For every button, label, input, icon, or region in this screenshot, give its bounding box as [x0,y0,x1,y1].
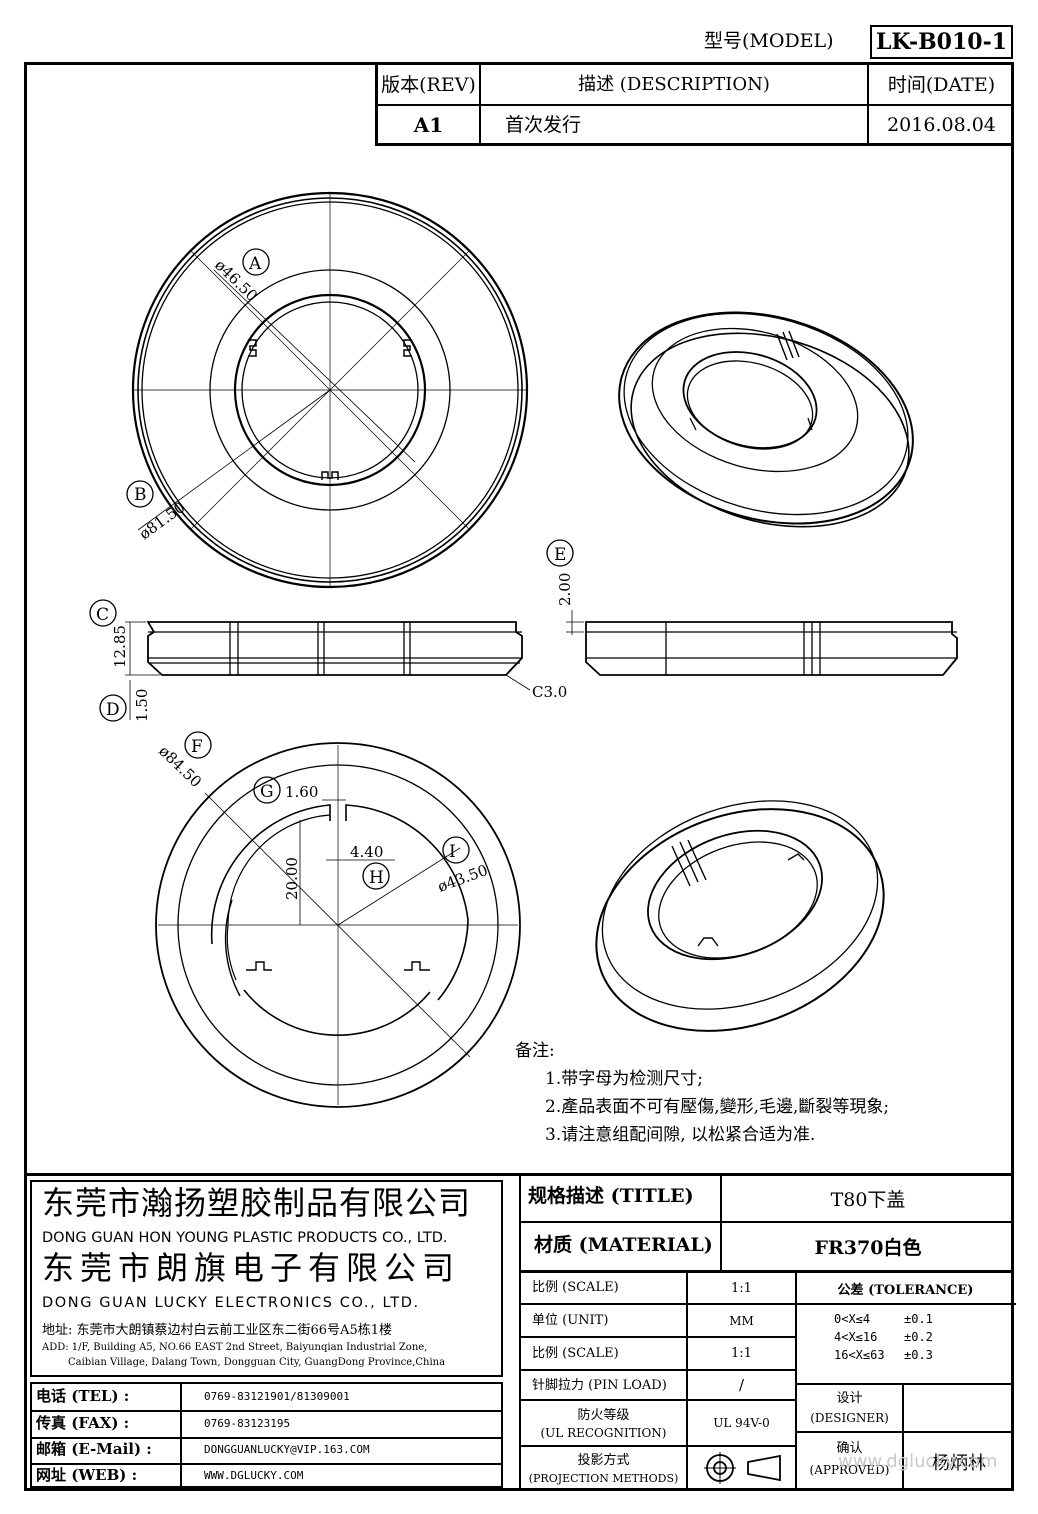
desc-value: 首次发行 [505,114,582,136]
company-address-cn: 地址: 东莞市大朗镇蔡边村白云前工业区东二街66号A5栋1楼 [42,1323,392,1338]
contact-fax-label: 传真 (FAX) : [36,1414,130,1432]
chamfer-label: C3.0 [532,683,567,701]
rev-header: 版本(REV) [381,73,476,96]
tol-range-1: 0<X≤4 [834,1312,871,1326]
dim-F-label: F [191,737,203,757]
contact-email-label: 邮箱 (E-Mail) : [36,1440,152,1458]
isometric-view-bottom [595,800,885,1032]
projection-label-en: (PROJECTION METHODS) [528,1471,679,1485]
dim-I-value: ø43.50 [435,861,490,896]
notes-title: 备注: [515,1041,555,1061]
company-address-en-2: Caibian Village, Dalang Town, Dongguan C… [68,1357,446,1368]
date-header: 时间(DATE) [887,73,996,96]
company-name-cn-2: 东莞市朗旗电子有限公司 [42,1249,461,1287]
company-name-en-1: DONG GUAN HON YOUNG PLASTIC PRODUCTS CO.… [42,1230,448,1246]
company-name-en-2: DONG GUAN LUCKY ELECTRONICS CO., LTD. [42,1295,420,1311]
note-2: 2.產品表面不可有壓傷,變形,毛邊,斷裂等現象; [545,1097,890,1117]
spec-scale2-value: 1:1 [731,1346,752,1361]
spec-pinload-value: / [738,1376,745,1394]
dim-E-label: E [554,545,566,565]
watermark-text: www.dglucky.com [838,1451,998,1472]
front-view-right [546,539,958,676]
company-address-en-1: ADD: 1/F, Building A5, NO.66 EAST 2nd St… [42,1342,428,1353]
dim-D-value: 1.50 [133,689,151,722]
model-label: 型号(MODEL) [704,30,834,52]
contact-table [30,1382,503,1488]
top-view [126,191,529,589]
spec-scale-value: 1:1 [731,1280,752,1296]
ul-label-en: (UL RECOGNITION) [540,1426,667,1440]
spec-material-label: 材质 (MATERIAL) [534,1234,713,1256]
note-1: 1.带字母为检测尺寸; [545,1069,703,1089]
spec-pinload-label: 针脚拉力 (PIN LOAD) [532,1378,667,1393]
date-value: 2016.08.04 [887,113,996,136]
desc-header: 描述 (DESCRIPTION) [578,74,770,95]
bottom-view [155,731,521,1108]
spec-scale-label: 比例 (SCALE) [532,1280,619,1295]
projection-symbol-icon [704,1452,781,1484]
ul-label-cn: 防火等级 [577,1407,630,1423]
contact-web-label: 网址 (WEB) : [36,1466,138,1484]
company-box [30,1180,503,1377]
approved-label-en: (APPROVED) [809,1463,890,1477]
isometric-view-top [618,311,914,528]
spec-scale2-label: 比例 (SCALE) [532,1346,619,1361]
approved-label-cn: 确认 [836,1441,863,1456]
technical-drawing: A ø46.50 B ø81.50 C 12.85 D 1.50 E 2.00 … [89,191,958,1108]
company-name-cn-1: 东莞市瀚扬塑胶制品有限公司 [42,1184,472,1222]
dim-C-label: C [96,605,109,625]
spec-unit-label: 单位 (UNIT) [532,1313,609,1328]
dim-D-label: D [106,700,120,720]
spec-title-value: T80下盖 [830,1189,906,1211]
dim-E-value: 2.00 [556,573,574,606]
dim-20-value: 20.00 [283,857,301,900]
dim-H-value: 4.40 [350,843,383,861]
dim-H-label: H [369,868,384,888]
contact-tel-label: 电话 (TEL) : [36,1387,130,1405]
tol-value-1: ±0.1 [904,1312,933,1326]
dim-G-value: 1.60 [285,783,318,801]
spec-title-label: 规格描述 (TITLE) [528,1185,694,1207]
contact-web-value[interactable]: WWW.DGLUCKY.COM [204,1469,304,1482]
tol-range-2: 4<X≤16 [834,1330,878,1344]
front-view-left [89,599,531,722]
tol-range-3: 16<X≤63 [834,1348,885,1362]
note-3: 3.请注意组配间隙, 以松紧合适为准. [545,1125,816,1145]
contact-fax-value: 0769-83123195 [204,1417,291,1430]
model-value: LK-B010-1 [870,25,1013,59]
tol-value-3: ±0.3 [904,1348,933,1362]
revision-table: 版本(REV) 描述 (DESCRIPTION) 时间(DATE) A1 首次发… [375,62,1014,146]
approved-value: 杨炳林 [932,1453,986,1474]
dim-B-label: B [134,485,147,505]
projection-label-cn: 投影方式 [577,1452,630,1468]
spec-tolerance-label: 公差 (TOLERANCE) [837,1282,974,1298]
contact-email-value[interactable]: DONGGUANLUCKY@VIP.163.COM [204,1443,370,1456]
dim-I-label: I [449,842,456,862]
designer-label-en: (DESIGNER) [810,1411,889,1425]
spec-material-value: FR370白色 [814,1237,922,1259]
dim-G-label: G [260,782,274,802]
rev-value: A1 [413,112,444,137]
tol-value-2: ±0.2 [904,1330,933,1344]
title-block: 东莞市瀚扬塑胶制品有限公司 DONG GUAN HON YOUNG PLASTI… [24,1173,1016,1491]
dim-C-value: 12.85 [111,625,129,668]
contact-tel-value: 0769-83121901/81309001 [204,1390,350,1403]
spec-unit-value: MM [729,1313,754,1328]
ul-value: UL 94V-0 [713,1416,770,1430]
dim-A-label: A [248,254,262,274]
designer-label-cn: 设计 [836,1390,863,1406]
